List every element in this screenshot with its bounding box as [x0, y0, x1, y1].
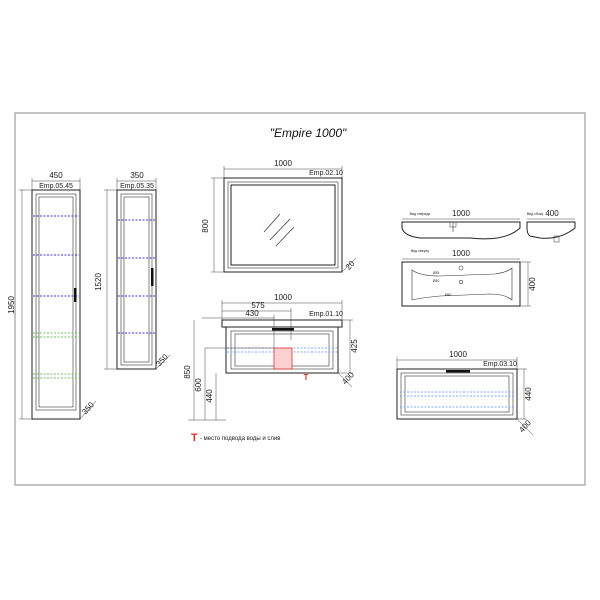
vanity-drawer-handle: [272, 328, 294, 331]
sink-plan-tiny-label: Вид сверху: [411, 249, 429, 253]
sink-plan-hole-dim-c: Ø40: [445, 293, 452, 297]
narrow-cabinet-code: Emp.05.35: [120, 183, 154, 190]
drawer-unit-handle: [446, 370, 470, 373]
sink-plan-hole-dim-a: Ø35: [433, 271, 440, 275]
tall-cabinet-height: 1950: [7, 296, 16, 314]
tall-cabinet-width: 450: [49, 171, 63, 180]
sink-front-faucet-hole: [449, 221, 457, 228]
mirror-depth: 20: [344, 259, 357, 272]
sink-plan-faucet-hole: [458, 265, 464, 271]
vanity-height-low: 440: [205, 389, 214, 403]
sink-plan-basin: [411, 267, 513, 301]
narrow-cabinet-handle: [151, 268, 154, 286]
mirror-glass: [230, 184, 336, 266]
tall-cabinet-drawing: 450 Emp.05.45 1950 350: [7, 171, 96, 420]
sink-plan-drain: [458, 279, 464, 285]
mirror-reflection: [263, 213, 281, 233]
sink-plan-width: 1000: [452, 249, 470, 258]
legend-symbol: T: [191, 432, 198, 444]
sink-plan-hole-dim-b: Ø30: [433, 279, 440, 283]
tall-cabinet-code: Emp.05.45: [39, 183, 73, 190]
vanity-countertop: [221, 319, 343, 328]
vanity-offset-outer: 575: [251, 301, 265, 310]
vanity-offset-inner: 430: [245, 309, 259, 318]
drawing-title: "Empire 1000": [270, 126, 347, 140]
vanity-height-mid: 600: [194, 378, 203, 392]
sink-front-width: 1000: [452, 209, 470, 218]
narrow-cabinet-body: [116, 189, 157, 370]
narrow-cabinet-drawing: 350 Emp.05.35 1520 350: [94, 171, 170, 370]
sink-side-view: 400 Вид сбоку: [526, 209, 576, 243]
sheet-frame: [14, 112, 586, 486]
mirror-reflection: [275, 226, 295, 247]
sink-plan-view: 1000 Вид сверху Ø35 Ø30 Ø40 400: [401, 249, 537, 307]
narrow-cabinet-depth: 350: [154, 352, 170, 368]
tall-cabinet-depth: 350: [80, 400, 96, 416]
vanity-connection-zone: [273, 347, 293, 370]
vanity-height-top: 425: [350, 339, 359, 353]
mirror-code: Emp.02.10: [309, 170, 343, 177]
legend-text: - место подвода воды и слив: [200, 436, 280, 442]
narrow-cabinet-height: 1520: [94, 273, 103, 291]
sink-front-tiny-label: Вид спереди: [410, 212, 431, 216]
vanity-width: 1000: [274, 293, 292, 302]
mirror-frame: [223, 177, 343, 273]
drawer-unit-code: Emp.03.10: [483, 361, 517, 368]
drawer-unit-height: 440: [524, 387, 533, 401]
legend: T - место подвода воды и слив: [191, 432, 280, 444]
vanity-drawing: 1000 575 430 Emp.01.10 T 425 850 600 440…: [183, 293, 359, 421]
sink-front-profile: [401, 221, 521, 240]
drawer-unit-body: [396, 368, 518, 420]
mirror-reflection: [269, 218, 291, 241]
drawer-unit-depth: 400: [517, 418, 533, 434]
sink-side-profile: [526, 221, 576, 239]
tall-cabinet-body: [31, 189, 81, 420]
tall-cabinet-handle: [74, 288, 77, 302]
mirror-height: 800: [201, 219, 210, 233]
sink-side-width: 400: [545, 209, 559, 218]
drawer-unit-drawing: 1000 Emp.03.10 440 400: [396, 350, 533, 436]
drawer-unit-width: 1000: [449, 350, 467, 359]
sink-plan-depth: 400: [528, 277, 537, 291]
sink-side-drain: [553, 235, 560, 243]
vanity-body: [225, 326, 339, 374]
vanity-height-total: 850: [183, 365, 192, 379]
sink-plan-outline: [401, 261, 521, 307]
vanity-depth: 400: [340, 370, 356, 386]
narrow-cabinet-width: 350: [130, 171, 144, 180]
mirror-drawing: 1000 Emp.02.10 800 20: [201, 159, 357, 273]
vanity-connection-marker: T: [304, 373, 309, 382]
mirror-width: 1000: [274, 159, 292, 168]
sink-side-tiny-label: Вид сбоку: [527, 212, 544, 216]
sink-front-view: 1000 Вид спереди: [401, 209, 521, 240]
vanity-code: Emp.01.10: [309, 311, 343, 318]
